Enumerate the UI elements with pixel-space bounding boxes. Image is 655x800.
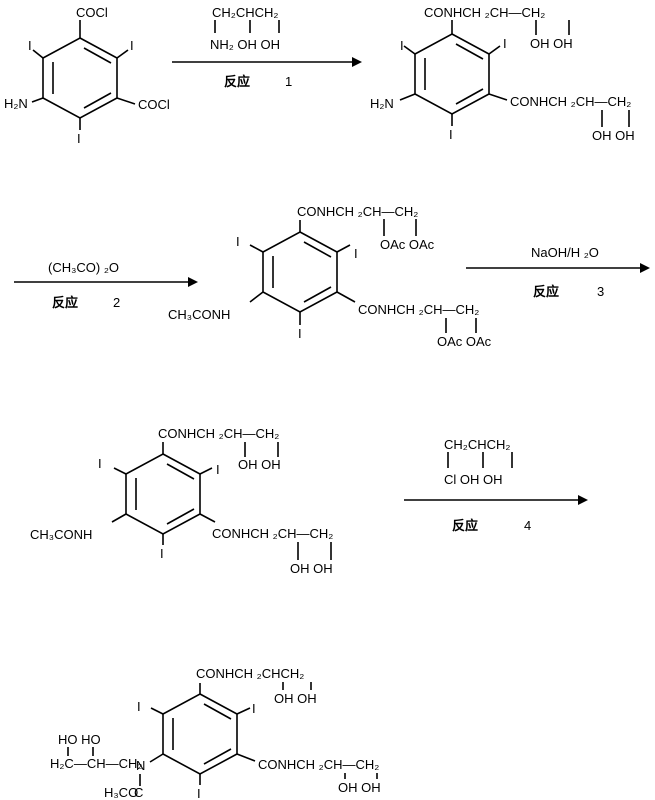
c2-amide-top: CONHCH ₂CH—CH₂	[424, 5, 545, 20]
c5-left-chain: H₂C—CH—CH₂	[50, 756, 142, 771]
c1-amino: H₂N	[4, 96, 28, 111]
r4-number: 4	[524, 518, 531, 533]
compound-1: COCl COCl H₂N I I I	[4, 5, 170, 146]
c2-iodo-bottom: I	[449, 127, 453, 142]
benzene-ring-5	[149, 683, 256, 785]
c5-amide-right-hydroxyls: OH OH	[338, 780, 381, 795]
c5-amide-top: CONHCH ₂CHCH₂	[196, 666, 304, 681]
c4-amide-right-hydroxyls: OH OH	[290, 561, 333, 576]
r1-reagent-line1: CH₂CHCH₂	[212, 5, 278, 20]
c3-amide-right-acetates: OAc OAc	[437, 334, 492, 349]
c4-iodo-right: I	[216, 462, 220, 477]
r3-number: 3	[597, 284, 604, 299]
c1-acyl-chloride-top: COCl	[76, 5, 108, 20]
c2-iodo-right: I	[503, 36, 507, 51]
c5-acetyl: H₃CO	[104, 785, 138, 800]
c1-iodo-left: I	[28, 38, 32, 53]
reaction-4: CH₂CHCH₂ Cl OH OH 反应 4	[404, 437, 588, 534]
c4-iodo-left: I	[98, 456, 102, 471]
c2-amide-right: CONHCH ₂CH—CH₂	[510, 94, 631, 109]
c2-amide-right-hydroxyls: OH OH	[592, 128, 635, 143]
c5-amide-top-hydroxyls: OH OH	[274, 691, 317, 706]
r1-reagent-line2: NH₂ OH OH	[210, 37, 280, 52]
c5-acetyl-c: C	[134, 785, 143, 800]
c1-iodo-right: I	[130, 38, 134, 53]
c3-amide-right: CONHCH ₂CH—CH₂	[358, 302, 479, 317]
c3-acetamido: CH₃CONH	[168, 307, 230, 322]
benzene-ring-4	[111, 442, 216, 545]
c3-amide-top: CONHCH ₂CH—CH₂	[297, 204, 418, 219]
c5-nitrogen: N	[136, 758, 145, 773]
c1-iodo-bottom: I	[77, 131, 81, 146]
c5-iodo-bottom: I	[197, 786, 201, 800]
r1-number: 1	[285, 74, 292, 89]
c4-amide-right: CONHCH ₂CH—CH₂	[212, 526, 333, 541]
r4-reagent-line1: CH₂CHCH₂	[444, 437, 510, 452]
reaction-1: CH₂CHCH₂ NH₂ OH OH 反应 1	[172, 5, 362, 90]
benzene-ring-1	[31, 20, 136, 130]
c3-iodo-left: I	[236, 234, 240, 249]
c4-amide-top-hydroxyls: OH OH	[238, 457, 281, 472]
compound-2: CONHCH ₂CH—CH₂ OH OH CONHCH ₂CH—CH₂ OH O…	[370, 5, 635, 143]
c3-iodo-bottom: I	[298, 326, 302, 341]
c2-amino: H₂N	[370, 96, 394, 111]
c5-left-hydroxyls: HO HO	[58, 732, 101, 747]
c4-amide-top: CONHCH ₂CH—CH₂	[158, 426, 279, 441]
benzene-ring-3	[249, 220, 356, 325]
c2-amide-top-hydroxyls: OH OH	[530, 36, 573, 51]
r2-label: 反应	[52, 295, 78, 311]
reaction-2: (CH₃CO) ₂O 反应 2	[14, 260, 198, 311]
c2-iodo-left: I	[400, 38, 404, 53]
c5-amide-right: CONHCH ₂CH—CH₂	[258, 757, 379, 772]
c4-acetamido: CH₃CONH	[30, 527, 92, 542]
reaction-3: NaOH/H ₂O 反应 3	[466, 245, 650, 300]
c5-iodo-right: I	[252, 701, 256, 716]
r3-label: 反应	[533, 284, 559, 300]
r3-reagent: NaOH/H ₂O	[531, 245, 599, 260]
c3-iodo-right: I	[354, 246, 358, 261]
compound-5: CONHCH ₂CHCH₂ OH OH CONHCH ₂CH—CH₂ OH OH…	[50, 666, 381, 800]
c4-iodo-bottom: I	[160, 546, 164, 561]
compound-3: CONHCH ₂CH—CH₂ OAc OAc CONHCH ₂CH—CH₂ OA…	[168, 204, 492, 349]
c1-acyl-chloride-right: COCl	[138, 97, 170, 112]
r1-label: 反应	[224, 74, 250, 90]
c5-iodo-left: I	[137, 699, 141, 714]
r2-number: 2	[113, 295, 120, 310]
benzene-ring-2	[399, 20, 508, 126]
compound-4: CONHCH ₂CH—CH₂ OH OH CONHCH ₂CH—CH₂ OH O…	[30, 426, 333, 576]
r4-reagent-line2: Cl OH OH	[444, 472, 503, 487]
r2-reagent: (CH₃CO) ₂O	[48, 260, 119, 275]
r4-label: 反应	[452, 518, 478, 534]
c3-amide-top-acetates: OAc OAc	[380, 237, 435, 252]
